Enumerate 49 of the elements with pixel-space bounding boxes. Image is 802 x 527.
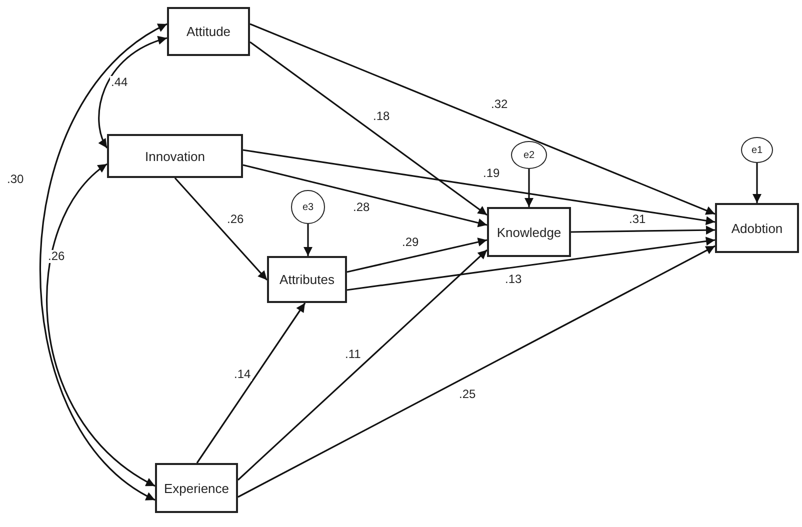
double-headed-arrow bbox=[40, 23, 168, 501]
double-headed-arrow bbox=[98, 36, 168, 148]
variable-box bbox=[267, 256, 347, 303]
edge-label: .19 bbox=[482, 167, 501, 180]
error-term-circle bbox=[291, 190, 325, 224]
edge-label: .30 bbox=[6, 173, 25, 186]
edge-label: .11 bbox=[344, 348, 362, 361]
node-label: Attributes bbox=[280, 272, 334, 287]
error-term-circle bbox=[741, 137, 773, 163]
arrow bbox=[242, 149, 716, 226]
arrow bbox=[346, 236, 716, 291]
variable-box bbox=[487, 207, 571, 257]
node-label: e2 bbox=[523, 150, 535, 160]
node-label: Innovation bbox=[145, 148, 205, 164]
arrow bbox=[304, 224, 312, 256]
edge-label: .26 bbox=[47, 250, 66, 263]
arrow bbox=[250, 41, 488, 216]
arrow bbox=[752, 163, 762, 203]
edge-label: .25 bbox=[458, 388, 477, 401]
arrow bbox=[242, 164, 488, 228]
arrow bbox=[346, 238, 488, 273]
variable-box bbox=[155, 463, 238, 513]
node-label: Experience bbox=[164, 480, 230, 496]
edge-label: .18 bbox=[372, 110, 391, 123]
error-term-circle bbox=[511, 141, 547, 169]
edge-label: .29 bbox=[401, 236, 420, 249]
edge-label: .31 bbox=[628, 213, 647, 226]
edge-label: .26 bbox=[226, 213, 245, 226]
edge-label: .44 bbox=[110, 76, 129, 89]
arrow bbox=[238, 245, 716, 498]
edge-label: .14 bbox=[233, 368, 252, 381]
variable-box bbox=[167, 7, 250, 56]
arrow bbox=[174, 177, 268, 281]
node-label: e1 bbox=[751, 144, 763, 156]
node-label: e3 bbox=[302, 202, 314, 212]
variable-box bbox=[107, 134, 243, 178]
node-label: Attitude bbox=[186, 24, 231, 39]
arrow bbox=[570, 226, 716, 235]
arrow bbox=[250, 23, 716, 215]
double-headed-arrow bbox=[46, 163, 156, 487]
node-label: Adobtion bbox=[731, 220, 783, 236]
variable-box bbox=[715, 203, 799, 253]
edge-label: .13 bbox=[504, 273, 523, 286]
arrow bbox=[524, 169, 534, 207]
edge-label: .32 bbox=[490, 98, 509, 111]
node-label: Knowledge bbox=[496, 224, 562, 240]
edge-label: .28 bbox=[352, 201, 371, 214]
arrow bbox=[196, 302, 306, 464]
arrow bbox=[237, 249, 488, 481]
